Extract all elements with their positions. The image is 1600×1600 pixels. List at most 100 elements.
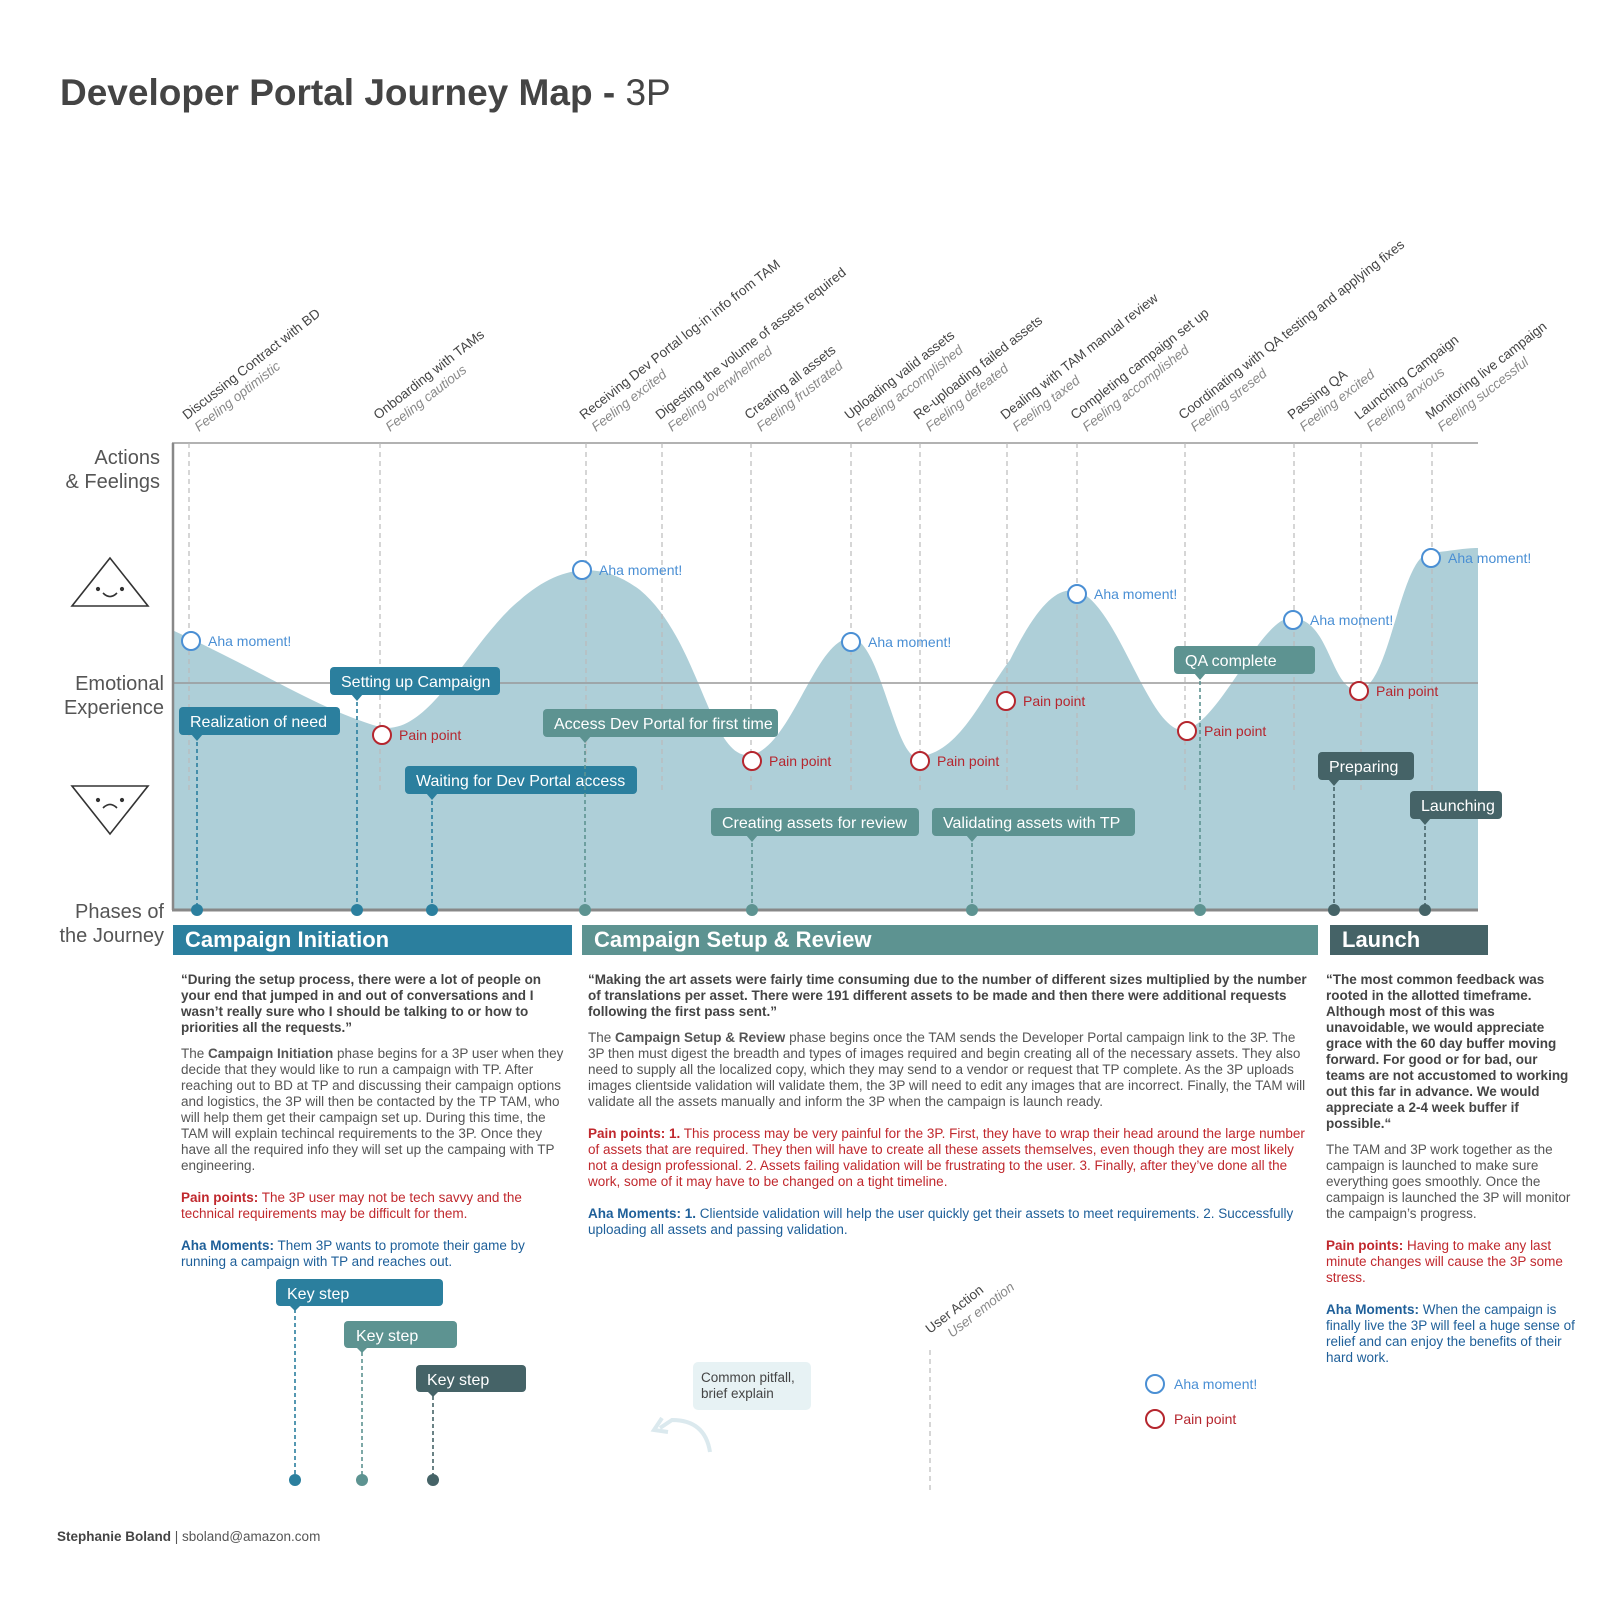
aha-moment-icon bbox=[1283, 610, 1303, 630]
key-step-dot bbox=[191, 904, 203, 916]
happy-face-icon bbox=[70, 556, 150, 607]
pain-points: Pain points: 1. This process may be very… bbox=[588, 1126, 1305, 1189]
key-step-pointer bbox=[426, 793, 438, 800]
key-step-box bbox=[1410, 791, 1502, 819]
aha-icon bbox=[1145, 1374, 1165, 1394]
pain-icon bbox=[1145, 1409, 1165, 1429]
quote: “The most common feedback was rooted in … bbox=[1326, 972, 1569, 1131]
pain-point-label: Pain point bbox=[937, 753, 999, 769]
key-step-pointer bbox=[579, 736, 591, 743]
aha-moment-icon bbox=[841, 632, 861, 652]
phase-description-launch: “The most common feedback was rooted in … bbox=[1326, 972, 1576, 1382]
key-step-dot bbox=[351, 904, 363, 916]
pain-point-icon bbox=[910, 751, 930, 771]
key-step-pointer bbox=[746, 835, 758, 842]
key-step-dot bbox=[1194, 904, 1206, 916]
key-step-label: Preparing bbox=[1329, 759, 1398, 776]
pain-point-label: Pain point bbox=[1376, 683, 1438, 699]
description: The TAM and 3P work together as the camp… bbox=[1326, 1142, 1571, 1221]
aha-moment-icon bbox=[181, 631, 201, 651]
phase-description-initiation: “During the setup process, there were a … bbox=[181, 972, 573, 1286]
action-label: Discussing Contract with BD bbox=[180, 306, 324, 423]
key-step-label: Validating assets with TP bbox=[943, 815, 1120, 832]
page-title: Developer Portal Journey Map - 3P bbox=[60, 72, 671, 113]
legend-user-action: User Action User emotion bbox=[923, 1279, 1017, 1492]
phase-campaign-initiation: Campaign Initiation bbox=[173, 925, 572, 955]
quote: “Making the art assets were fairly time … bbox=[588, 972, 1307, 1019]
legend-aha-label: Aha moment! bbox=[1174, 1376, 1257, 1392]
key-step-pointer bbox=[1194, 673, 1206, 680]
pain-point-label: Pain point bbox=[1023, 693, 1085, 709]
footer: Stephanie Boland | sboland@amazon.com bbox=[57, 1529, 321, 1544]
legend-pitfall-note: Common pitfall, brief explain bbox=[693, 1362, 811, 1410]
key-step-label: QA complete bbox=[1185, 653, 1277, 670]
key-step-dot bbox=[966, 904, 978, 916]
pain-points: Pain points: Having to make any last min… bbox=[1326, 1238, 1563, 1285]
row-label-actions: Actions& Feelings bbox=[65, 447, 161, 493]
key-step-pointer bbox=[1328, 779, 1340, 786]
pain-point-label: Pain point bbox=[769, 753, 831, 769]
legend-key-step-2: Key step bbox=[356, 1328, 418, 1345]
action-label: Onboarding with TAMs bbox=[371, 327, 488, 423]
legend-key-step-3: Key step bbox=[427, 1372, 489, 1389]
aha-moment-label: Aha moment! bbox=[1448, 550, 1531, 566]
legend-key-step-1: Key step bbox=[287, 1286, 349, 1303]
phase-description-setup: “Making the art assets were fairly time … bbox=[588, 972, 1313, 1254]
legend-markers: Aha moment! Pain point bbox=[1145, 1374, 1257, 1429]
key-step-pointer bbox=[1419, 818, 1431, 825]
legend-pitfall-arrow-icon bbox=[650, 1416, 712, 1453]
description: The Campaign Initiation phase begins for… bbox=[181, 1046, 564, 1173]
aha-moment-label: Aha moment! bbox=[868, 634, 951, 650]
quote: “During the setup process, there were a … bbox=[181, 972, 542, 1035]
key-step-box bbox=[711, 808, 919, 836]
key-step-label: Realization of need bbox=[190, 714, 327, 731]
key-step-label: Setting up Campaign bbox=[341, 674, 490, 691]
aha-moment-icon bbox=[572, 560, 592, 580]
phase-campaign-setup-review: Campaign Setup & Review bbox=[582, 925, 1318, 955]
key-step-pointer bbox=[966, 835, 978, 842]
aha-moments: Aha Moments: 1. Clientside validation wi… bbox=[588, 1206, 1294, 1237]
legend-pain-label: Pain point bbox=[1174, 1411, 1236, 1427]
key-step-dot bbox=[579, 904, 591, 916]
key-step-box bbox=[179, 707, 340, 735]
phase-launch: Launch bbox=[1330, 925, 1488, 955]
key-step-pointer bbox=[191, 734, 203, 741]
pain-point-label: Pain point bbox=[399, 727, 461, 743]
key-step-dot bbox=[426, 904, 438, 916]
key-step-dot bbox=[1419, 904, 1431, 916]
description: The Campaign Setup & Review phase begins… bbox=[588, 1030, 1306, 1109]
aha-moment-label: Aha moment! bbox=[1094, 586, 1177, 602]
aha-moments: Aha Moments: Them 3P wants to promote th… bbox=[181, 1238, 525, 1269]
pain-point-icon bbox=[996, 691, 1016, 711]
key-step-label: Creating assets for review bbox=[722, 815, 907, 832]
sad-face-icon bbox=[70, 785, 150, 836]
key-step-label: Access Dev Portal for first time bbox=[554, 716, 773, 733]
pain-point-icon bbox=[1349, 681, 1369, 701]
pain-points: Pain points: The 3P user may not be tech… bbox=[181, 1190, 522, 1221]
pain-point-icon bbox=[1177, 721, 1197, 741]
aha-moment-icon bbox=[1067, 584, 1087, 604]
key-step-box bbox=[1318, 752, 1414, 780]
aha-moment-label: Aha moment! bbox=[1310, 612, 1393, 628]
aha-moment-icon bbox=[1421, 548, 1441, 568]
pain-point-label: Pain point bbox=[1204, 723, 1266, 739]
key-step-box bbox=[1174, 646, 1315, 674]
emotion-curve bbox=[172, 548, 1478, 910]
key-step-pointer bbox=[351, 694, 363, 701]
key-step-label: Waiting for Dev Portal access bbox=[416, 773, 625, 790]
key-step-box bbox=[932, 808, 1135, 836]
key-step-dot bbox=[1328, 904, 1340, 916]
pain-point-icon bbox=[742, 751, 762, 771]
key-step-dot bbox=[746, 904, 758, 916]
aha-moments: Aha Moments: When the campaign is finall… bbox=[1326, 1302, 1575, 1365]
pain-point-icon bbox=[372, 725, 392, 745]
key-step-box bbox=[330, 667, 500, 695]
key-step-box bbox=[405, 766, 637, 794]
aha-moment-label: Aha moment! bbox=[208, 633, 291, 649]
legend-key-steps: Key step Key step Key step bbox=[276, 1279, 526, 1486]
key-step-label: Launching bbox=[1421, 798, 1495, 815]
aha-moment-label: Aha moment! bbox=[599, 562, 682, 578]
